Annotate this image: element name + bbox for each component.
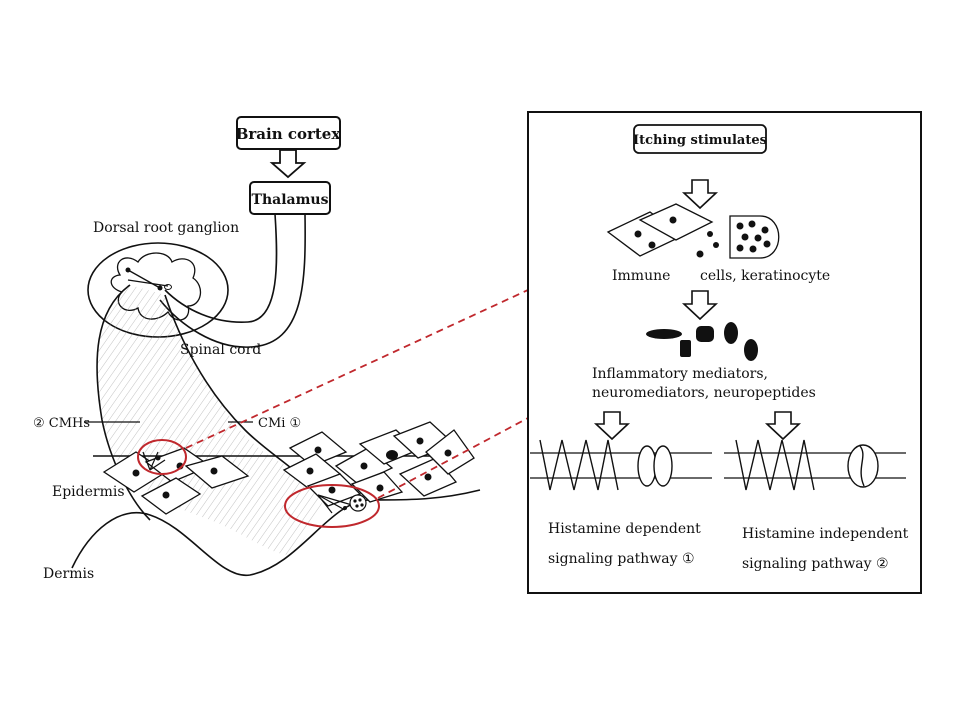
pathway-1-line1: Histamine dependent (548, 521, 701, 537)
cortex-to-thalamus-arrow (269, 149, 307, 179)
spinal-cord-label: Spinal cord (180, 342, 261, 358)
arrow-to-pathway-1 (593, 411, 631, 441)
nerve-endings (142, 451, 353, 514)
cmi-label: CMi ① (258, 416, 301, 431)
mast-cell-granules (353, 498, 364, 508)
arrow-to-immune-cells (681, 179, 719, 210)
keratinocyte-cells (606, 203, 714, 257)
nerve-outline-left (96, 284, 151, 521)
mediators-line2: neuromediators, neuropeptides (592, 385, 816, 401)
thalamus-label: Thalamus (252, 192, 329, 208)
itching-stimulates-label: Itching stimulates (633, 133, 767, 148)
itching-stimulates-node: Itching stimulates (633, 124, 767, 154)
pathway-2-line1: Histamine independent (742, 526, 909, 542)
cmhs-label: ② CMHs (33, 416, 90, 431)
epidermis-cell-nuclei-left (132, 462, 218, 499)
epidermis-cell-nuclei-right (306, 437, 452, 494)
arrow-to-pathway-2 (764, 411, 802, 441)
brain-cortex-node: Brain cortex (236, 116, 342, 150)
immune-label: Immune (612, 268, 670, 284)
non-histamine-receptor (847, 444, 879, 488)
pathway-2-line2: signaling pathway ② (742, 556, 889, 572)
dermis-boundary (71, 489, 481, 576)
mediator-molecules (646, 322, 758, 361)
connector-to-panel-bottom (377, 417, 529, 499)
pathway-1-line2: signaling pathway ① (548, 551, 695, 567)
highlight-oval-cmhs (137, 439, 187, 475)
thalamus-node: Thalamus (249, 181, 331, 215)
dermis-label: Dermis (43, 566, 94, 582)
histamine-receptor-channel (637, 445, 673, 487)
keratinocyte-nuclei (634, 216, 719, 258)
epidermis-label: Epidermis (52, 484, 125, 500)
arrow-to-mediators (681, 290, 719, 321)
brain-cortex-label: Brain cortex (236, 125, 342, 143)
highlight-oval-cmi (284, 484, 380, 528)
keratinocyte-label: cells, keratinocyte (700, 268, 830, 284)
detail-panel (527, 111, 922, 594)
mediators-line1: Inflammatory mediators, (592, 366, 768, 382)
nerve-ending-dots (155, 455, 347, 510)
ganglion-neuron (125, 267, 172, 291)
connector-to-panel-top (185, 289, 529, 449)
pathway-1-membrane (530, 439, 712, 491)
nerve-bundle (97, 285, 330, 555)
immune-cell-granules (736, 220, 771, 253)
mast-cell (349, 494, 367, 512)
dorsal-root-ganglion-label: Dorsal root ganglion (93, 220, 239, 236)
